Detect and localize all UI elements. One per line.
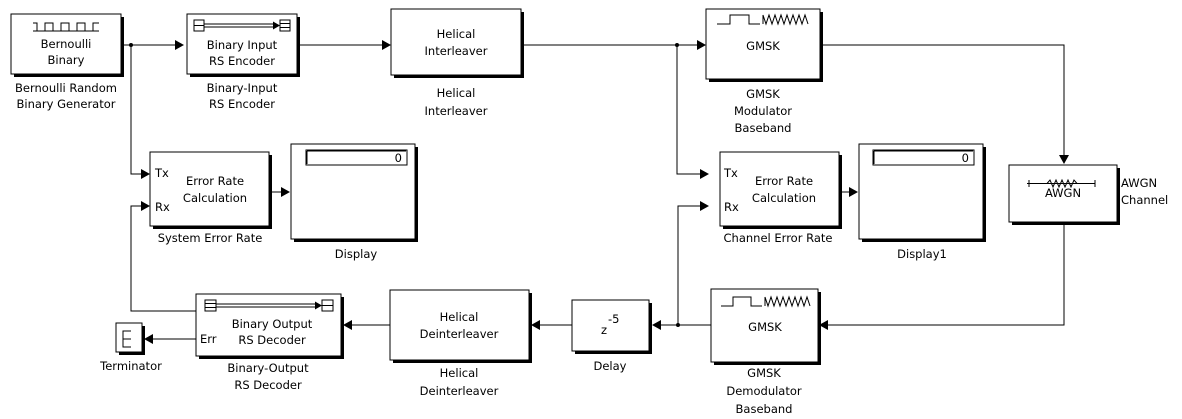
system-error-rate-label-2: Calculation (183, 191, 247, 205)
awgn-channel-block[interactable]: AWGN (1008, 164, 1120, 225)
rs-encoder-caption-1: Binary-Input (207, 81, 278, 95)
system-tx-port: Tx (154, 166, 169, 180)
rs-decoder-label-1: Binary Output (232, 317, 313, 331)
interleaver-caption-1: Helical (437, 86, 476, 100)
bernoulli-caption-2: Binary Generator (16, 97, 115, 111)
channel-error-rate-label-2: Calculation (752, 191, 816, 205)
rs-encoder-label-1: Binary Input (207, 38, 278, 52)
channel-error-rate-label-1: Error Rate (755, 174, 813, 188)
gmsk-demodulator-block[interactable]: GMSK (710, 288, 821, 365)
rs-decoder-err-port: Err (200, 332, 217, 346)
deinterleaver-label-1: Helical (440, 310, 479, 324)
delay-block[interactable]: z -5 (571, 299, 652, 354)
delay-exponent: -5 (608, 312, 619, 326)
system-error-rate-label-1: Error Rate (186, 174, 244, 188)
terminator-block[interactable] (115, 322, 145, 355)
rs-encoder-block[interactable]: Binary Input RS Encoder (186, 13, 300, 77)
interleaver-label-1: Helical (437, 27, 476, 41)
display-block[interactable]: 0 (290, 143, 418, 242)
signal-lines (123, 40, 1069, 344)
bernoulli-label-2: Binary (48, 53, 85, 67)
gmsk-mod-caption-1: GMSK (746, 87, 780, 101)
system-rx-port: Rx (155, 200, 170, 214)
gmsk-demod-caption-1: GMSK (747, 366, 781, 380)
deinterleaver-caption-2: Deinterleaver (420, 384, 499, 398)
interleaver-label-2: Interleaver (425, 44, 488, 58)
terminator-caption: Terminator (99, 359, 162, 373)
channel-tx-port: Tx (723, 166, 738, 180)
gmsk-mod-caption-3: Baseband (735, 121, 792, 135)
gmsk-mod-caption-2: Modulator (734, 104, 792, 118)
awgn-caption-2: Channel (1121, 193, 1168, 207)
display-caption: Display (335, 247, 378, 261)
interleaver-caption-2: Interleaver (425, 104, 488, 118)
gmsk-demod-caption-3: Baseband (736, 402, 793, 416)
deinterleaver-label-2: Deinterleaver (420, 327, 499, 341)
deinterleaver-caption-1: Helical (440, 366, 479, 380)
display1-value: 0 (962, 151, 969, 165)
display-value: 0 (395, 151, 402, 165)
awgn-caption-1: AWGN (1121, 176, 1157, 190)
channel-error-rate-block[interactable]: Tx Rx Error Rate Calculation (719, 151, 842, 229)
awgn-label: AWGN (1045, 186, 1081, 200)
system-error-rate-block[interactable]: Tx Rx Error Rate Calculation (149, 151, 272, 229)
helical-interleaver-block[interactable]: Helical Interleaver (390, 8, 524, 78)
gmsk-mod-label: GMSK (746, 39, 780, 53)
rs-decoder-label-2: RS Decoder (238, 333, 306, 347)
rs-decoder-caption-1: Binary-Output (227, 361, 309, 375)
bernoulli-caption-1: Bernoulli Random (15, 81, 117, 95)
bernoulli-label-1: Bernoulli (41, 37, 92, 51)
rs-encoder-label-2: RS Encoder (209, 54, 275, 68)
delay-z: z (601, 323, 607, 337)
rs-decoder-block[interactable]: Err Binary Output RS Decoder (195, 293, 344, 359)
rs-decoder-caption-2: RS Decoder (234, 378, 302, 392)
delay-caption: Delay (594, 359, 627, 373)
channel-rx-port: Rx (724, 200, 739, 214)
bernoulli-block[interactable]: Bernoulli Binary (10, 13, 124, 77)
rs-encoder-caption-2: RS Encoder (209, 97, 275, 111)
system-error-rate-caption: System Error Rate (158, 231, 263, 245)
helical-deinterleaver-block[interactable]: Helical Deinterleaver (389, 289, 532, 363)
display1-caption: Display1 (897, 247, 947, 261)
gmsk-demod-caption-2: Demodulator (726, 384, 802, 398)
gmsk-demod-label: GMSK (748, 320, 782, 334)
gmsk-modulator-block[interactable]: GMSK (705, 8, 823, 82)
display1-block[interactable]: 0 (858, 143, 986, 242)
channel-error-rate-caption: Channel Error Rate (724, 231, 833, 245)
